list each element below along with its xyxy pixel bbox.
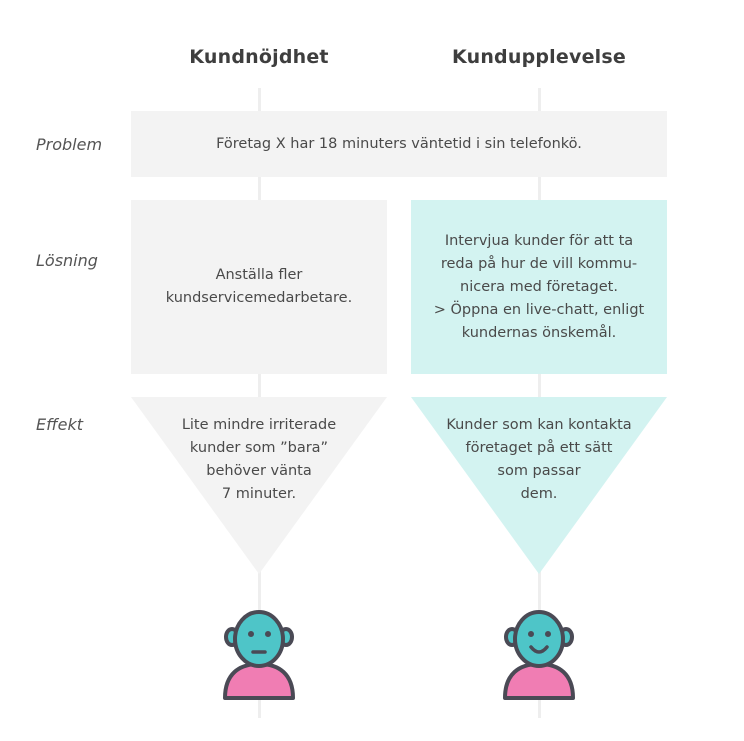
solution-right-line: Intervjua kunder för att ta	[444, 232, 634, 249]
solution-left-line: Anställa fler	[215, 267, 303, 283]
smiling-face-person-icon	[503, 610, 575, 700]
row-label-effekt: Effekt	[36, 415, 84, 434]
solution-right-line: > Öppna en live-chatt, enligt	[433, 301, 645, 318]
column-header-kundnojdhet: Kundnöjdhet	[189, 46, 329, 68]
effect-left-line: 7 minuter.	[221, 486, 297, 502]
solution-right-line: nicera med företaget.	[460, 278, 618, 295]
effect-triangle-right	[411, 397, 667, 574]
effect-triangle-left	[131, 397, 387, 574]
effect-right-text: Kunder som kan kontakta företaget på ett…	[419, 414, 659, 506]
solution-left-text: Anställa fler kundservicemedarbetare.	[166, 264, 352, 310]
effect-right-line: företaget på ett sätt	[465, 440, 613, 456]
solution-box-left: Anställa fler kundservicemedarbetare.	[131, 200, 387, 374]
solution-right-line: reda på hur de vill kommu-	[440, 255, 638, 272]
effect-left-line: Lite mindre irriterade	[181, 417, 337, 433]
effect-left-text: Lite mindre irriterade kunder som ”bara”…	[139, 414, 379, 506]
problem-text: Företag X har 18 minuters väntetid i sin…	[216, 135, 582, 152]
effect-right-line: Kunder som kan kontakta	[446, 417, 632, 433]
effect-left-line: behöver vänta	[206, 463, 312, 479]
effect-right-line: som passar	[497, 463, 581, 479]
effect-left-line: kunder som ”bara”	[189, 440, 329, 456]
neutral-face-person-icon	[223, 610, 295, 700]
solution-left-line: kundservicemedarbetare.	[165, 290, 353, 306]
problem-box: Företag X har 18 minuters väntetid i sin…	[131, 111, 667, 177]
solution-right-line: kundernas önskemål.	[461, 324, 617, 341]
row-label-problem: Problem	[36, 135, 103, 154]
solution-box-right: Intervjua kunder för att ta reda på hur …	[411, 200, 667, 374]
row-label-losning: Lösning	[36, 251, 98, 270]
solution-right-text: Intervjua kunder för att ta reda på hur …	[434, 230, 644, 345]
column-header-kundupplevelse: Kundupplevelse	[452, 46, 626, 68]
effect-right-line: dem.	[520, 486, 558, 502]
